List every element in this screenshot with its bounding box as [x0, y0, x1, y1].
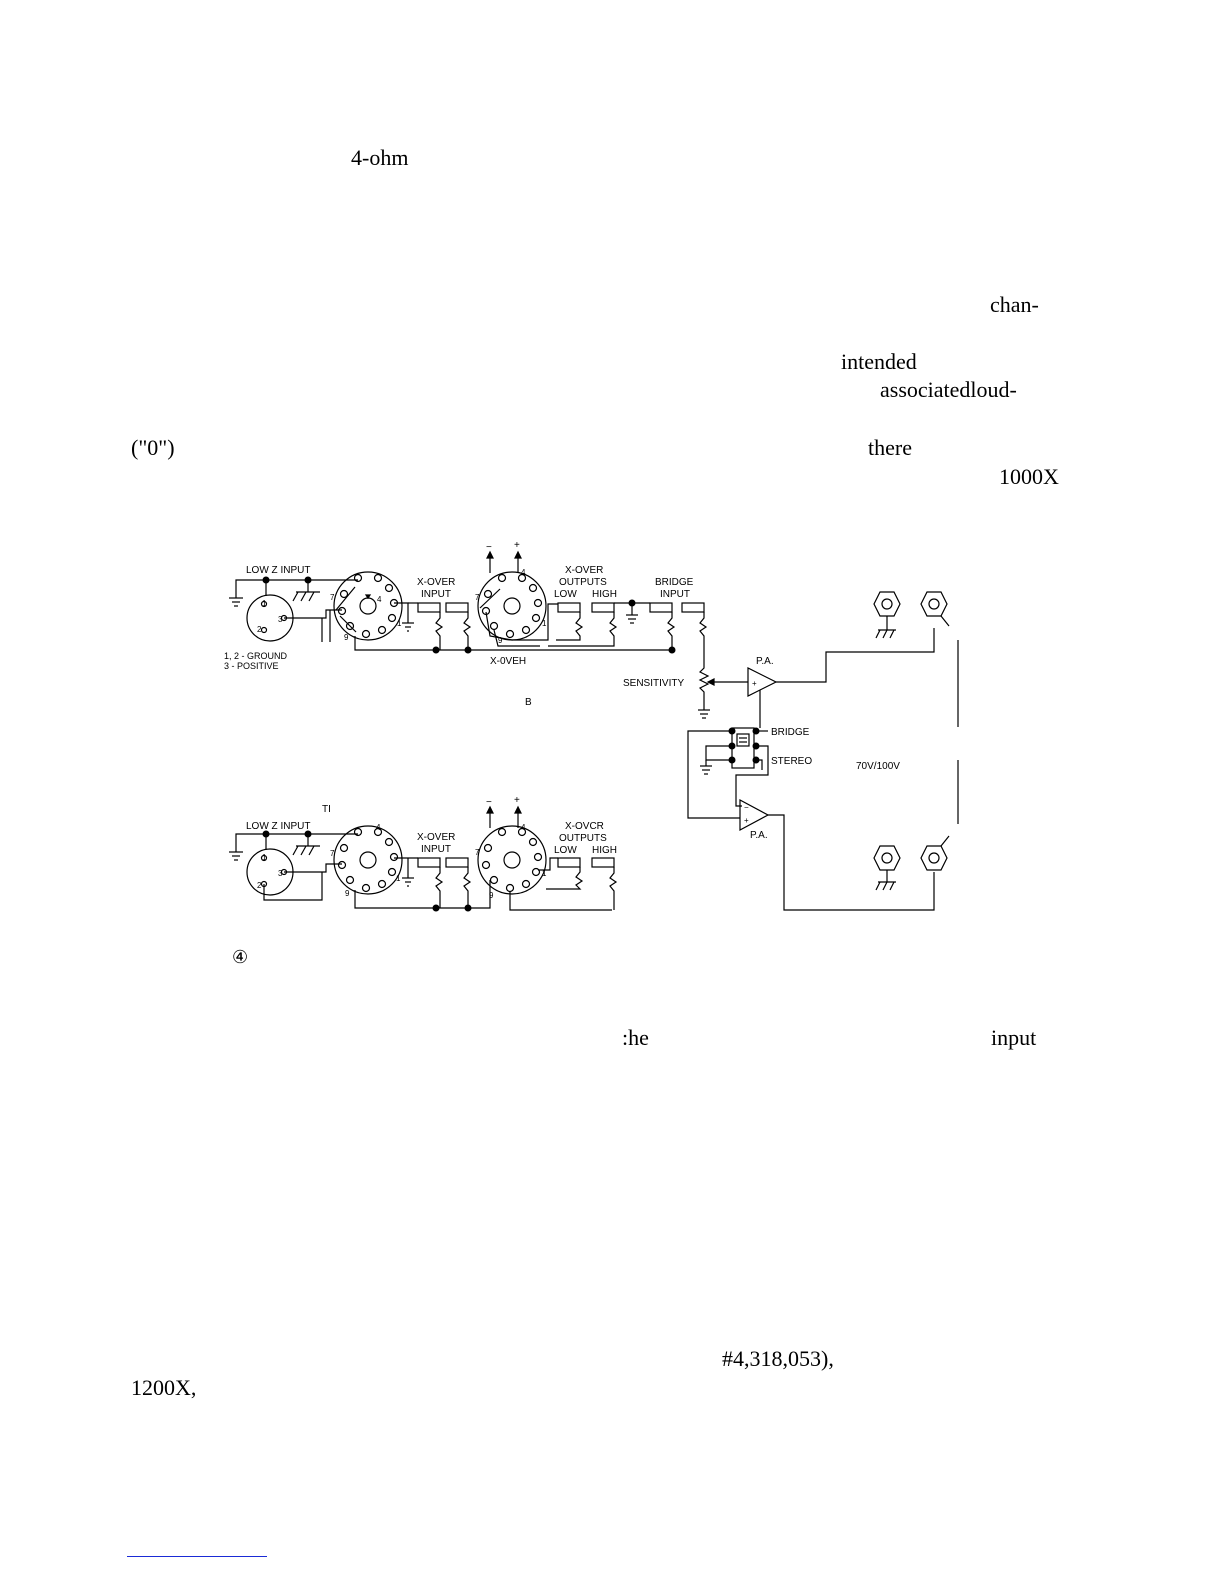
b-label: B: [525, 697, 532, 708]
socket-top1-pin-9: 9: [344, 633, 349, 642]
power-amp-top: [747, 667, 778, 697]
ti-label: TI: [322, 804, 331, 815]
octal-socket-bottom-1: [333, 825, 403, 895]
low-z-input-label-bottom: LOW Z INPUT: [246, 821, 310, 832]
bridge-stereo-switch: BRIDGE STEREO 70V/100V: [687, 640, 959, 824]
socket-top2-pin-7: 7: [475, 593, 480, 602]
socket-top1-pin-7: 7: [330, 593, 335, 602]
text-fragment-input: input: [991, 1025, 1037, 1050]
binding-post-ground-bottom: [873, 845, 901, 871]
xover-outputs-label-top-2: OUTPUTS: [559, 577, 607, 588]
text-fragment-intended: intended: [841, 349, 917, 374]
pa-bottom-label: P.A.: [750, 830, 768, 841]
text-fragment-associated: associatedloud-: [880, 377, 1017, 402]
xlr-pin-1: 1: [262, 599, 267, 608]
top-channel: 1 3 2 LOW Z INPUT 1, 2 - GROUND 3 - POSI…: [224, 540, 950, 728]
xover-outputs-label-bottom-2: OUTPUTS: [559, 833, 607, 844]
xover-input-label-bottom: X-OVER: [417, 832, 455, 843]
pa-bottom-plus: +: [744, 816, 749, 825]
high-label-top: HIGH: [592, 589, 617, 600]
bridge-input-label-2: INPUT: [660, 589, 690, 600]
socket-bot1-pin-7: 7: [330, 849, 335, 858]
socket-top2-pin-1: 1: [542, 619, 547, 628]
socket-bot2-pin-4: 4: [521, 823, 526, 832]
text-fragment-1000x: 1000X: [999, 464, 1059, 489]
bridge-input-label: BRIDGE: [655, 577, 694, 588]
octal-socket-top-1: [333, 571, 403, 641]
text-fragment-there: there: [868, 435, 912, 460]
bottom-output-posts: [873, 835, 950, 891]
positive-note: 3 - POSITIVE: [224, 661, 279, 671]
text-fragment-4-ohm: 4-ohm: [351, 145, 409, 170]
top-minus: −: [486, 542, 492, 553]
text-fragment-the: :he: [622, 1025, 649, 1050]
binding-post-hot-top: [920, 591, 948, 617]
xlr-b-pin-3: 3: [278, 869, 283, 878]
xover-input-label-top-2: INPUT: [421, 589, 451, 600]
socket-bot1-pin-4: 4: [376, 823, 381, 832]
power-amp-bottom: [739, 798, 770, 832]
text-fragment-patent: #4,318,053),: [722, 1346, 834, 1371]
xlr-b-pin-2: 2: [257, 881, 262, 890]
socket-top1-pin-4: 4: [377, 595, 382, 604]
xover-input-label-top: X-OVER: [417, 577, 455, 588]
xlr-pin-2: 2: [257, 625, 262, 634]
bottom-channel: TI LOW Z INPUT 1 3 2: [229, 795, 618, 912]
pa-top-plus: +: [752, 679, 757, 688]
octal-socket-bottom-2: [477, 825, 547, 895]
low-label-bottom: LOW: [554, 845, 577, 856]
bridge-label: BRIDGE: [771, 727, 810, 738]
socket-top1-pin-1: 1: [397, 619, 402, 628]
figure-number-marker: ④: [232, 947, 248, 968]
xover-outputs-label-bottom: X-OVCR: [565, 821, 604, 832]
footnote-rule: [127, 1556, 267, 1557]
socket-top2-pin-9: 9: [498, 636, 503, 645]
top-plus: +: [514, 540, 520, 551]
socket-bot2-pin-1: 1: [542, 869, 547, 878]
text-fragment-1200x: 1200X,: [131, 1375, 197, 1400]
xover-label-top: X-0VEH: [490, 656, 526, 667]
high-label-bottom: HIGH: [592, 845, 617, 856]
socket-bot2-pin-7: 7: [475, 848, 480, 857]
bottom-plus: +: [514, 795, 520, 806]
sensitivity-label: SENSITIVITY: [623, 678, 684, 689]
socket-bot1-pin-1: 1: [396, 874, 401, 883]
stereo-label: STEREO: [771, 756, 812, 767]
binding-post-hot-bottom: [920, 845, 948, 871]
socket-bot1-pin-9: 9: [345, 889, 350, 898]
xlr-b-pin-1: 1: [262, 853, 267, 862]
pa-top-label: P.A.: [756, 656, 774, 667]
binding-post-ground-top: [873, 591, 901, 617]
socket-bot2-pin-9: 9: [489, 891, 494, 900]
xlr-pin-3: 3: [278, 615, 283, 624]
text-fragment-chan: chan-: [990, 292, 1039, 317]
socket-top2-pin-4: 4: [521, 568, 526, 577]
low-z-input-label-top: LOW Z INPUT: [246, 565, 310, 576]
ground-note: 1, 2 - GROUND: [224, 651, 288, 661]
voltage-label: 70V/100V: [856, 761, 900, 772]
xover-input-label-bottom-2: INPUT: [421, 844, 451, 855]
low-label-top: LOW: [554, 589, 577, 600]
text-fragment-zero: ("0"): [131, 435, 175, 460]
power-amp-bottom-group: − + P.A.: [739, 798, 935, 911]
xover-outputs-label-top: X-OVER: [565, 565, 603, 576]
pa-bottom-minus: −: [744, 803, 749, 812]
bottom-minus: −: [486, 797, 492, 808]
